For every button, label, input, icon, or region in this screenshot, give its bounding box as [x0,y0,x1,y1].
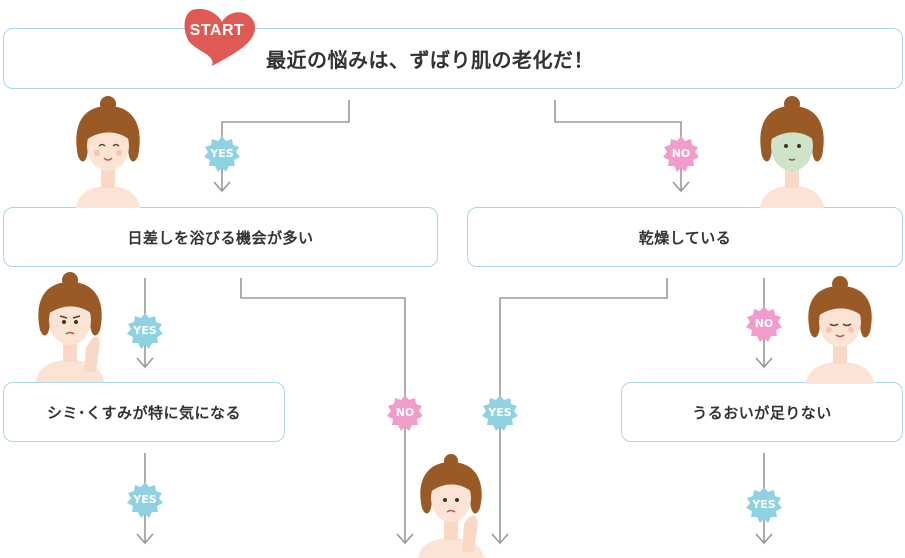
woman-face-mask-illustration [752,96,832,208]
woman-troubled-illustration [414,454,488,558]
woman-content-illustration [800,276,880,384]
node-spots-dullness: シミ･くすみが特に気になる [3,382,285,442]
yes-badge: YES [203,135,241,173]
no-label: NO [745,305,783,343]
yes-badge: YES [481,394,519,432]
no-label: NO [662,135,700,173]
node-lack-moisture: うるおいが足りない [621,382,903,442]
woman-worried-illustration [30,272,110,382]
no-label: NO [386,394,424,432]
node-dryness: 乾燥している [467,207,903,267]
yes-badge: YES [745,486,783,524]
node-spots-dullness-label: シミ･くすみが特に気になる [47,402,241,423]
yes-label: YES [745,486,783,524]
start-label: START [182,22,252,40]
yes-badge: YES [126,481,164,519]
yes-badge: YES [126,312,164,350]
node-sun-exposure: 日差しを浴びる機会が多い [3,207,438,267]
yes-label: YES [481,394,519,432]
no-badge: NO [662,135,700,173]
yes-label: YES [126,312,164,350]
yes-label: YES [126,481,164,519]
start-question-text: 最近の悩みは、ずばり肌の老化だ！ [266,44,594,73]
node-lack-moisture-label: うるおいが足りない [692,402,832,423]
start-badge: START [182,6,258,68]
no-badge: NO [386,394,424,432]
woman-smiling-illustration [68,96,148,208]
no-badge: NO [745,305,783,343]
start-question-box: 最近の悩みは、ずばり肌の老化だ！ [3,28,903,89]
node-dryness-label: 乾燥している [639,227,732,248]
node-sun-exposure-label: 日差しを浴びる機会が多い [127,227,313,248]
yes-label: YES [203,135,241,173]
